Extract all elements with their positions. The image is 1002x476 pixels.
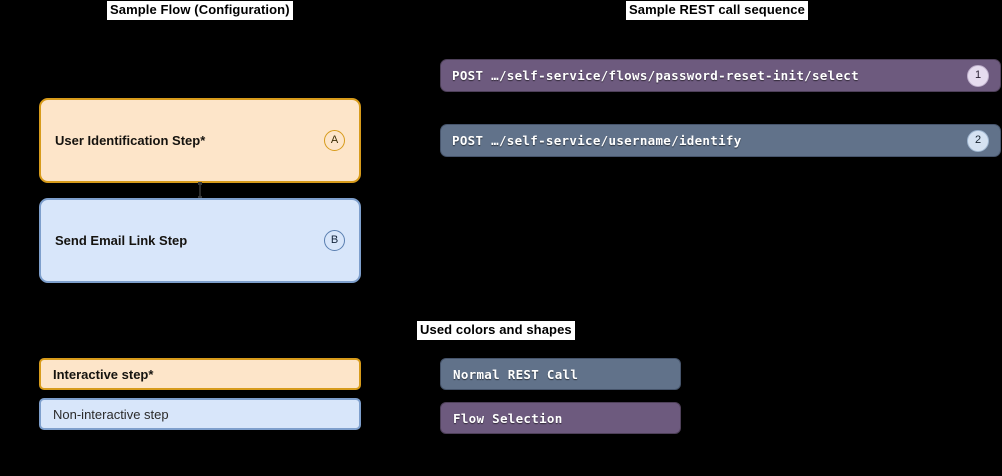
legend-label: Flow Selection	[453, 410, 563, 426]
rest-call-flow-selection[interactable]: POST …/self-service/flows/password-reset…	[440, 59, 1001, 92]
step-badge-b: B	[324, 230, 345, 251]
flow-connector-line	[198, 182, 202, 199]
legend-item-non-interactive-step: Non-interactive step	[39, 398, 361, 430]
rest-call-number-badge-2: 2	[967, 129, 989, 152]
legend-label: Normal REST Call	[453, 366, 579, 382]
legend-item-interactive-step: Interactive step*	[39, 358, 361, 390]
rest-call-label: POST …/self-service/flows/password-reset…	[452, 68, 859, 83]
section-title-rest-sequence: Sample REST call sequence	[626, 1, 808, 20]
legend-item-flow-selection: Flow Selection	[440, 402, 681, 434]
rest-call-label: POST …/self-service/username/identify	[452, 133, 742, 148]
flow-step-label: User Identification Step*	[55, 133, 206, 148]
legend-item-normal-rest-call: Normal REST Call	[440, 358, 681, 390]
section-title-used-colors-and-shapes: Used colors and shapes	[417, 321, 575, 340]
step-badge-a: A	[324, 130, 345, 151]
rest-call-number-badge-1: 1	[967, 64, 989, 87]
flow-step-label: Send Email Link Step	[55, 233, 188, 248]
flow-step-send-email-link[interactable]: Send Email Link Step B	[39, 198, 361, 283]
legend-label: Interactive step*	[53, 366, 154, 382]
flow-step-user-identification[interactable]: User Identification Step* A	[39, 98, 361, 183]
section-title-sample-flow: Sample Flow (Configuration)	[107, 1, 293, 20]
rest-call-username-identify[interactable]: POST …/self-service/username/identify 2	[440, 124, 1001, 157]
legend-label: Non-interactive step	[53, 406, 169, 422]
